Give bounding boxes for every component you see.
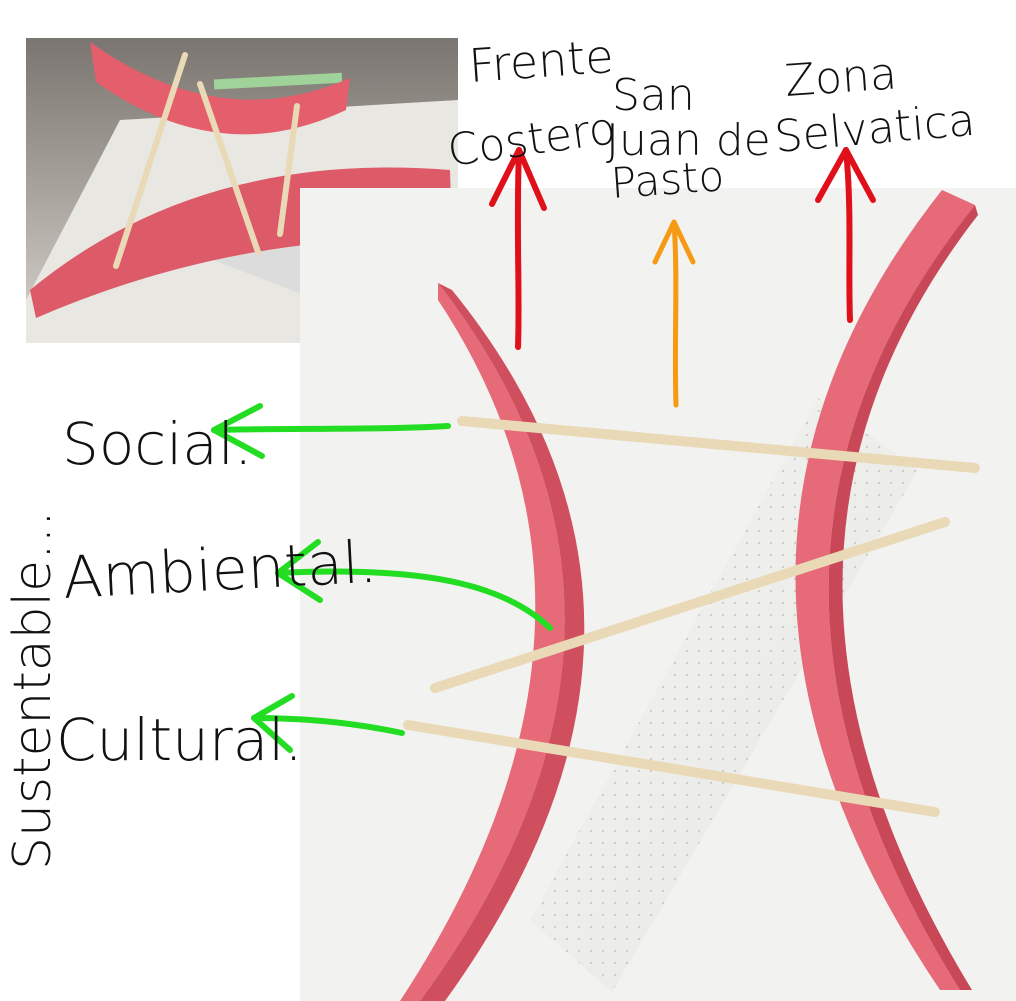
label-costero: Costero [444, 103, 618, 177]
label-frente: Frente [467, 29, 615, 93]
top-labels: Frente Costero San Juan de Pasto Zona Se… [444, 29, 977, 208]
main-model-photo [300, 188, 1016, 1001]
label-pasto: Pasto [609, 151, 725, 208]
label-social: Social. [62, 410, 252, 478]
label-cultural: Cultural. [56, 706, 303, 774]
label-san: San [612, 70, 695, 121]
label-sustentable: Sustentable... [3, 510, 63, 870]
label-zona: Zona [783, 48, 898, 107]
